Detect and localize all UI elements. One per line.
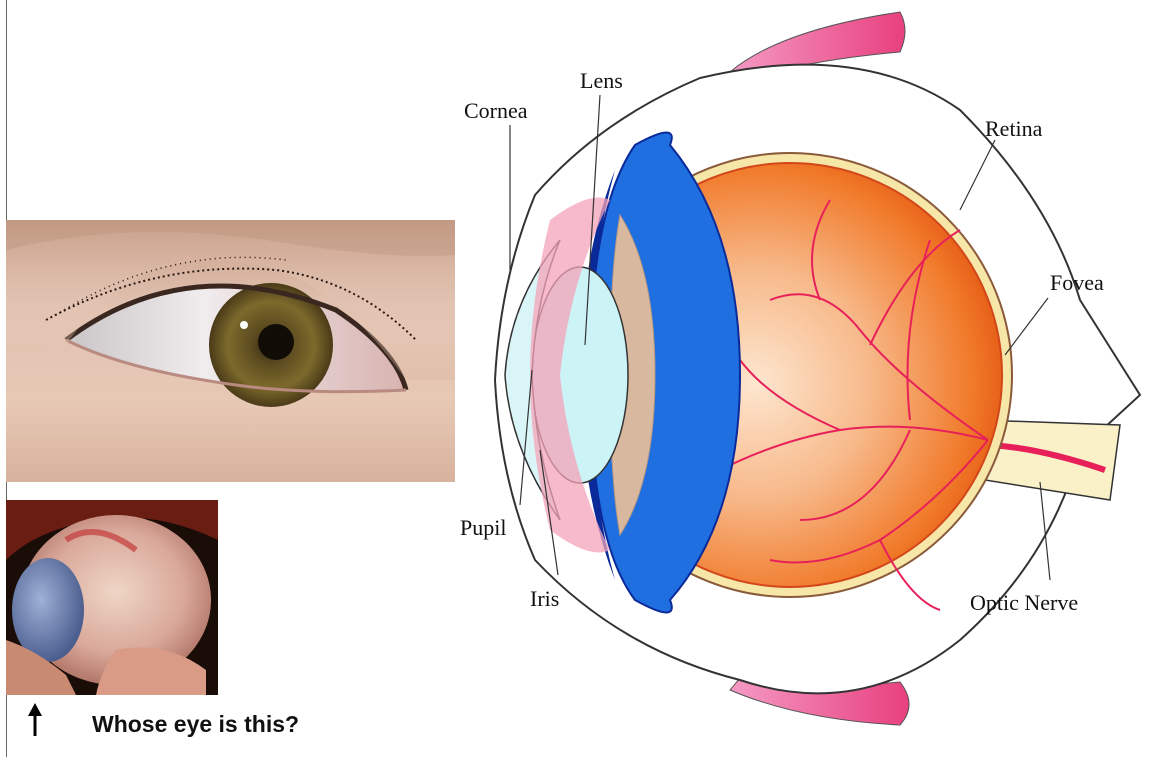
label-retina: Retina bbox=[985, 116, 1043, 141]
label-fovea: Fovea bbox=[1050, 270, 1104, 295]
eye-anatomy-diagram: Lens Cornea Retina Fovea Pupil Iris Opti… bbox=[440, 0, 1164, 757]
eyeball-in-hand-photo bbox=[6, 500, 218, 695]
question-text: Whose eye is this? bbox=[92, 711, 299, 738]
label-cornea: Cornea bbox=[464, 98, 528, 123]
label-lens: Lens bbox=[580, 68, 623, 93]
label-optic-nerve: Optic Nerve bbox=[970, 590, 1078, 615]
label-pupil: Pupil bbox=[460, 515, 506, 540]
label-iris: Iris bbox=[530, 586, 559, 611]
human-eye-photo bbox=[6, 220, 455, 482]
up-arrow-icon bbox=[24, 702, 46, 738]
